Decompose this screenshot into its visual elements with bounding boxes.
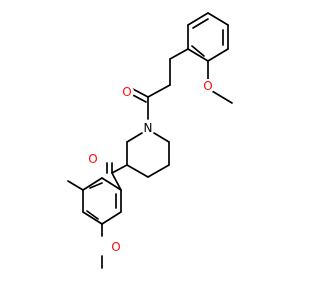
bond [211,90,233,104]
bond [192,18,209,29]
bonds [67,12,233,269]
bond [82,211,103,225]
bond [207,48,229,62]
bond [130,87,149,98]
bond [147,84,171,98]
bond [126,164,149,178]
bond [153,132,170,143]
atom-n-piperidine: N [141,121,155,135]
bond [67,180,84,191]
bond [191,45,205,57]
atom-o-methoxy-top: O [201,79,215,93]
atom-label: N [144,121,153,135]
atom-labels: O O N O O [86,79,215,254]
bond [86,210,99,220]
bond [207,12,229,26]
molecule-canvas: O O N O O [67,12,233,269]
bond [111,172,122,191]
atom-o-methoxy-bottom: O [109,240,123,254]
atom-label: O [88,152,97,166]
bond [101,211,122,225]
atom-o-carbonyl-bottom: O [86,152,100,166]
molecule-structure: O O N O O [67,12,233,269]
atom-label: O [111,240,120,254]
atom-label: O [122,85,131,99]
bond [187,12,209,26]
bond [101,177,122,191]
bond [111,164,128,174]
atom-label: O [203,79,212,93]
bond [187,48,209,62]
bond [169,48,189,60]
bond [89,182,103,189]
bond [147,164,170,178]
bond [82,177,103,191]
atom-o-carbonyl-top: O [120,85,134,99]
bond [126,132,143,143]
